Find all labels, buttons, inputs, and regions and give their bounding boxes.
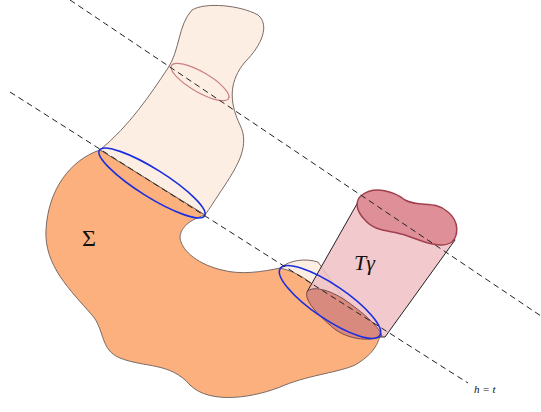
level-line bbox=[10, 92, 468, 383]
surface-label: Σ bbox=[82, 226, 96, 250]
tube-top bbox=[357, 190, 457, 245]
level-curve bbox=[92, 138, 212, 227]
level-line bbox=[70, 0, 541, 316]
level-label: h = t bbox=[474, 384, 495, 395]
top-slice bbox=[166, 57, 233, 107]
tube-label: Tγ bbox=[354, 252, 375, 274]
